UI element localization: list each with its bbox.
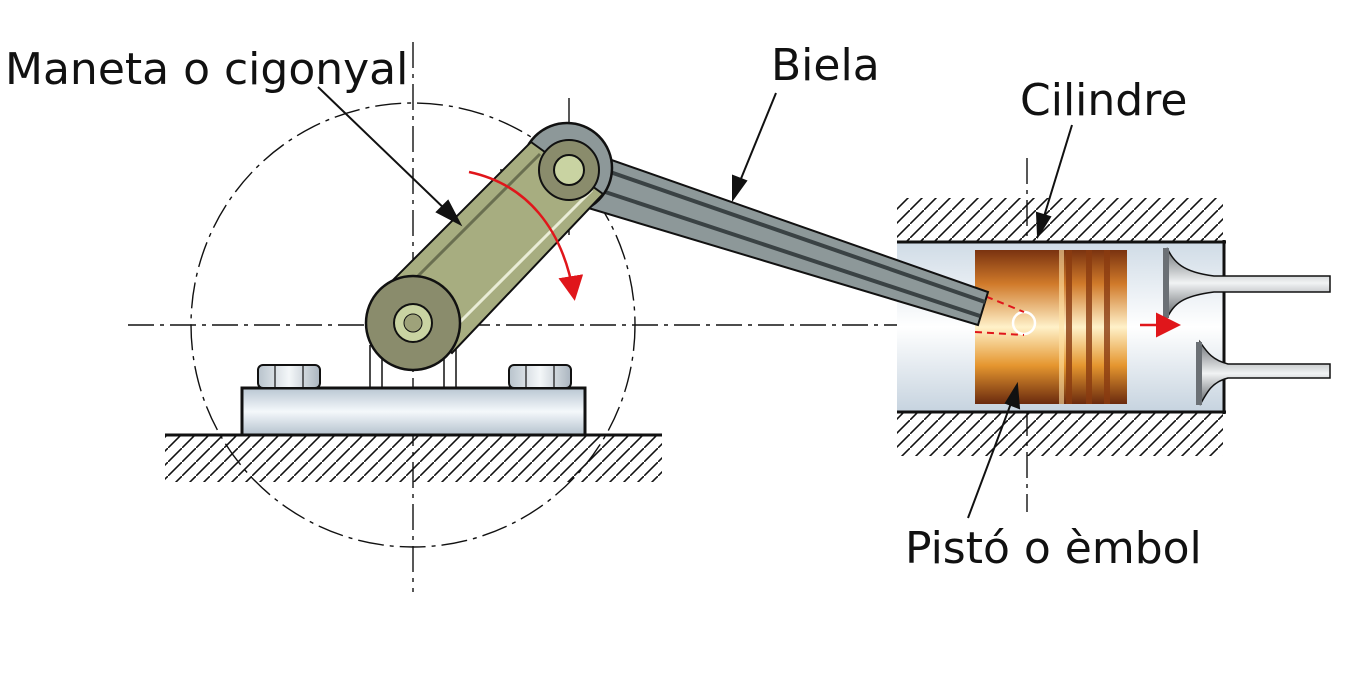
- rotation-arrow: [468, 170, 584, 301]
- leader-lines: [317, 86, 1073, 519]
- right-bolt-nut: [508, 364, 572, 389]
- left-bolt-nut: [257, 364, 321, 389]
- upper-valve: [1163, 247, 1331, 319]
- label-rod: Biela: [771, 40, 880, 91]
- label-crank: Maneta o cigonyal: [5, 44, 408, 95]
- piston: [974, 250, 1127, 404]
- lower-valve: [1196, 339, 1331, 406]
- crank-arm: [364, 139, 605, 372]
- label-piston: Pistó o èmbol: [905, 523, 1202, 574]
- label-cylinder: Cilindre: [1020, 75, 1187, 126]
- base-block: [240, 345, 587, 437]
